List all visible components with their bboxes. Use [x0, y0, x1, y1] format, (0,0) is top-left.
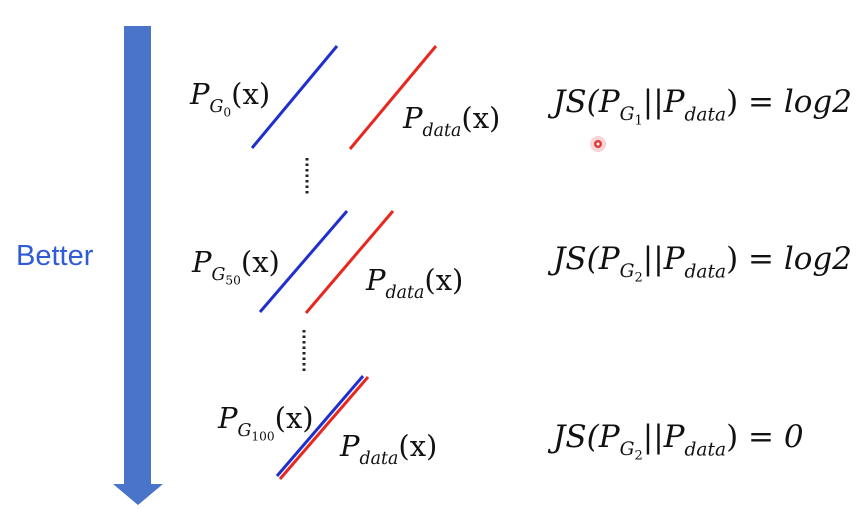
- generator-label-0: PG0(x): [190, 77, 271, 120]
- pointer-dot: [590, 136, 606, 152]
- js-divergence-50: JS(PG2||Pdata) = log2: [553, 241, 852, 286]
- better-label: Better: [16, 240, 94, 272]
- generator-line-100: [275, 375, 365, 477]
- data-label-100: Pdata(x): [340, 429, 438, 469]
- better-arrow: [113, 26, 163, 505]
- generator-label-100: PG100(x): [218, 401, 314, 444]
- generator-line-0: [250, 45, 339, 149]
- js-divergence-0: JS(PG1||Pdata) = log2: [553, 84, 852, 129]
- data-line-50: [304, 210, 395, 314]
- data-line-100: [278, 376, 370, 480]
- data-label-50: Pdata(x): [366, 263, 464, 303]
- generator-line-50: [258, 210, 349, 313]
- data-label-0: Pdata(x): [403, 101, 501, 141]
- data-line-0: [348, 45, 438, 150]
- js-divergence-100: JS(PG2||Pdata) = 0: [553, 419, 804, 464]
- generator-label-50: PG50(x): [192, 245, 280, 288]
